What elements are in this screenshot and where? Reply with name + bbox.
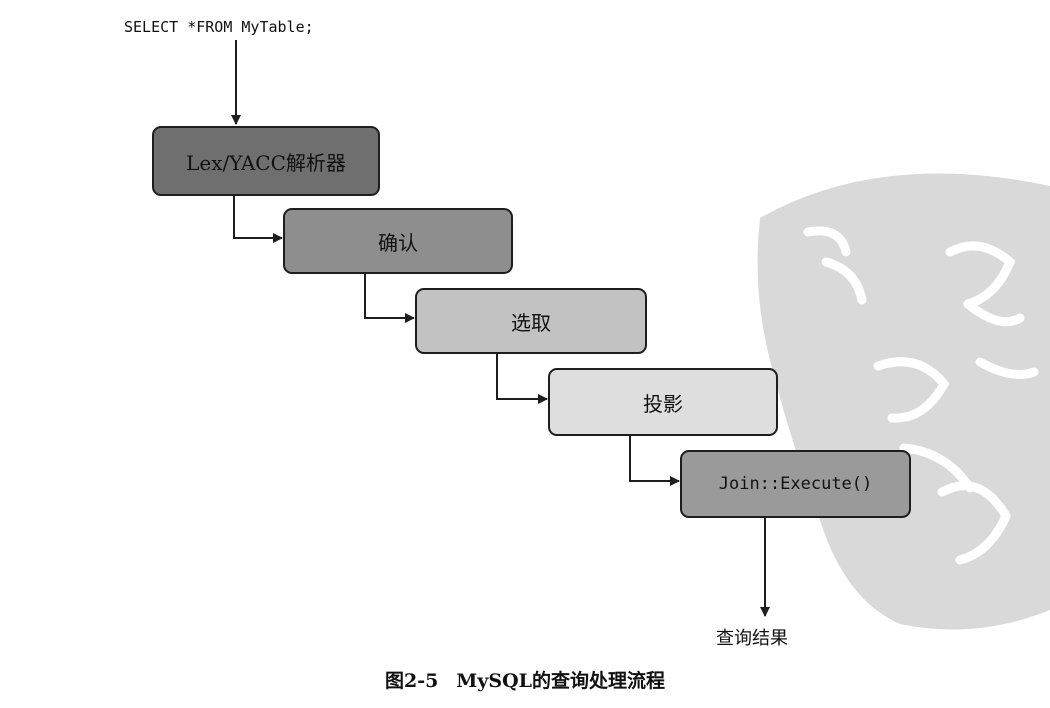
arrow-step-1-to-step-2	[233, 196, 283, 243]
arrow-step-3-to-step-4	[496, 354, 548, 404]
arrow-step-2-to-step-3	[364, 274, 415, 323]
step-label: Lex/YACC解析器	[186, 150, 346, 175]
step-box-1: Lex/YACC解析器	[152, 126, 380, 196]
caption-title: MySQL的查询处理流程	[456, 670, 666, 692]
step-label: 选取	[511, 310, 551, 335]
step-label: Join::Execute()	[718, 474, 873, 494]
step-box-3: 选取	[415, 288, 647, 354]
step-label: 投影	[643, 391, 683, 416]
connectors	[231, 40, 770, 617]
step-box-2: 确认	[283, 208, 513, 274]
arrow-step-4-to-step-5	[629, 436, 680, 486]
figure-caption: 图2-5 MySQL的查询处理流程	[0, 666, 1050, 693]
query-text: SELECT *FROM MyTable;	[124, 18, 314, 36]
step-box-5: Join::Execute()	[680, 450, 911, 518]
seal-strokes	[803, 226, 1039, 565]
step-box-4: 投影	[548, 368, 778, 436]
result-label: 查询结果	[716, 628, 788, 649]
step-label: 确认	[378, 230, 418, 255]
caption-number: 图2-5	[384, 670, 439, 692]
